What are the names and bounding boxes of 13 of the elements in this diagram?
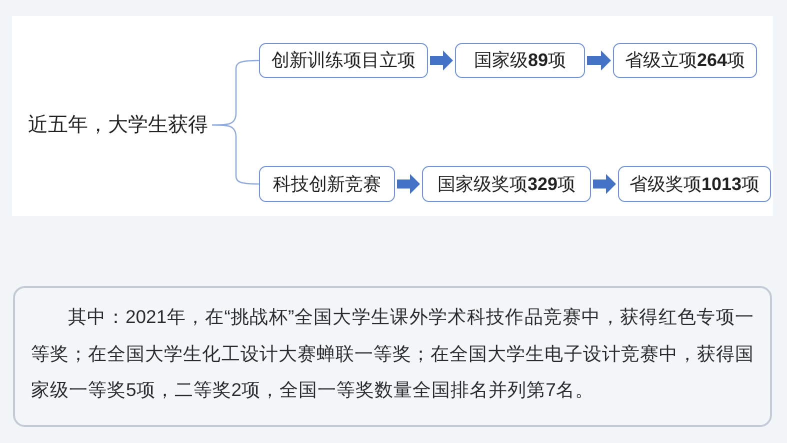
topic-box: 省级奖项1013项: [618, 166, 771, 202]
block-arrow: [397, 174, 420, 194]
block-arrow: [587, 50, 611, 70]
topic-text: 近五年，大学生获得: [28, 110, 212, 140]
block-arrow: [430, 50, 453, 70]
note-box: 其中：2021年，在“挑战杯”全国大学生课外学术科技作品竞赛中，获得红色专项一等奖；在全国大学生化工设计大赛蝉联一等奖；在全国大学生电子设计竞赛中，获得国家级一等奖5项，二等奖2项，全国一等奖数量全国排名并列第7名。: [13, 286, 772, 427]
topic-box: 科技创新竞赛: [259, 166, 395, 202]
topic-box: 省级立项264项: [613, 43, 757, 78]
topic-box: 创新训练项目立项: [259, 43, 428, 78]
bracket-line: [212, 124, 259, 185]
block-arrow: [593, 174, 616, 194]
topic-box: 国家级奖项329项: [422, 166, 591, 202]
topic-box: 国家级89项: [455, 43, 585, 78]
